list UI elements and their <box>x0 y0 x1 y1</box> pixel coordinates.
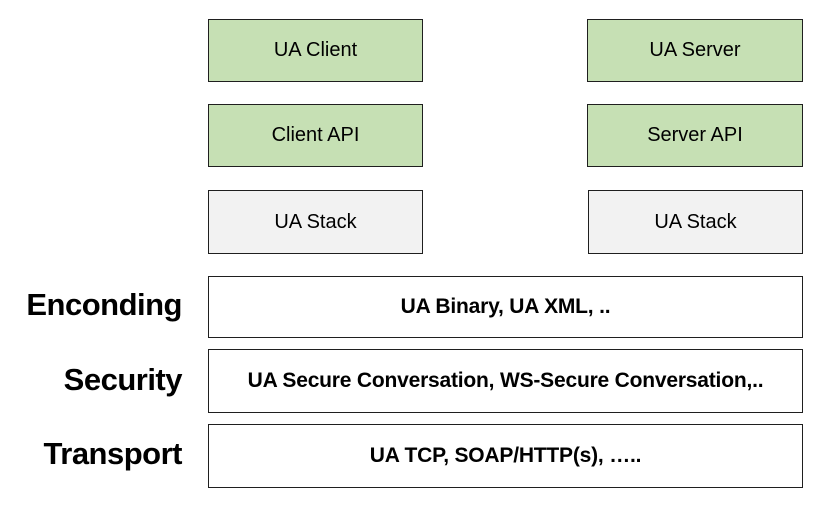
server-ua-stack-box: UA Stack <box>588 190 803 254</box>
client-ua-stack-box: UA Stack <box>208 190 423 254</box>
ua-server-label: UA Server <box>649 39 741 61</box>
transport-layer-content: UA TCP, SOAP/HTTP(s), ….. <box>369 444 642 467</box>
ua-client-label: UA Client <box>273 39 358 61</box>
client-api-box: Client API <box>208 104 423 167</box>
ua-client-box: UA Client <box>208 19 423 82</box>
security-layer-content: UA Secure Conversation, WS-Secure Conver… <box>247 369 764 392</box>
encoding-layer-content: UA Binary, UA XML, .. <box>400 295 611 318</box>
client-ua-stack-label: UA Stack <box>274 210 357 233</box>
security-layer-label: Security <box>63 362 183 397</box>
transport-layer-label: Transport <box>43 436 183 471</box>
encoding-layer-box: UA Binary, UA XML, .. <box>208 276 803 338</box>
server-api-label: Server API <box>647 124 743 146</box>
transport-layer-box: UA TCP, SOAP/HTTP(s), ….. <box>208 424 803 488</box>
client-api-label: Client API <box>271 124 360 146</box>
server-api-box: Server API <box>587 104 803 167</box>
security-layer-box: UA Secure Conversation, WS-Secure Conver… <box>208 349 803 413</box>
ua-server-box: UA Server <box>587 19 803 82</box>
server-ua-stack-label: UA Stack <box>654 210 737 233</box>
encoding-layer-label: Enconding <box>26 287 182 322</box>
